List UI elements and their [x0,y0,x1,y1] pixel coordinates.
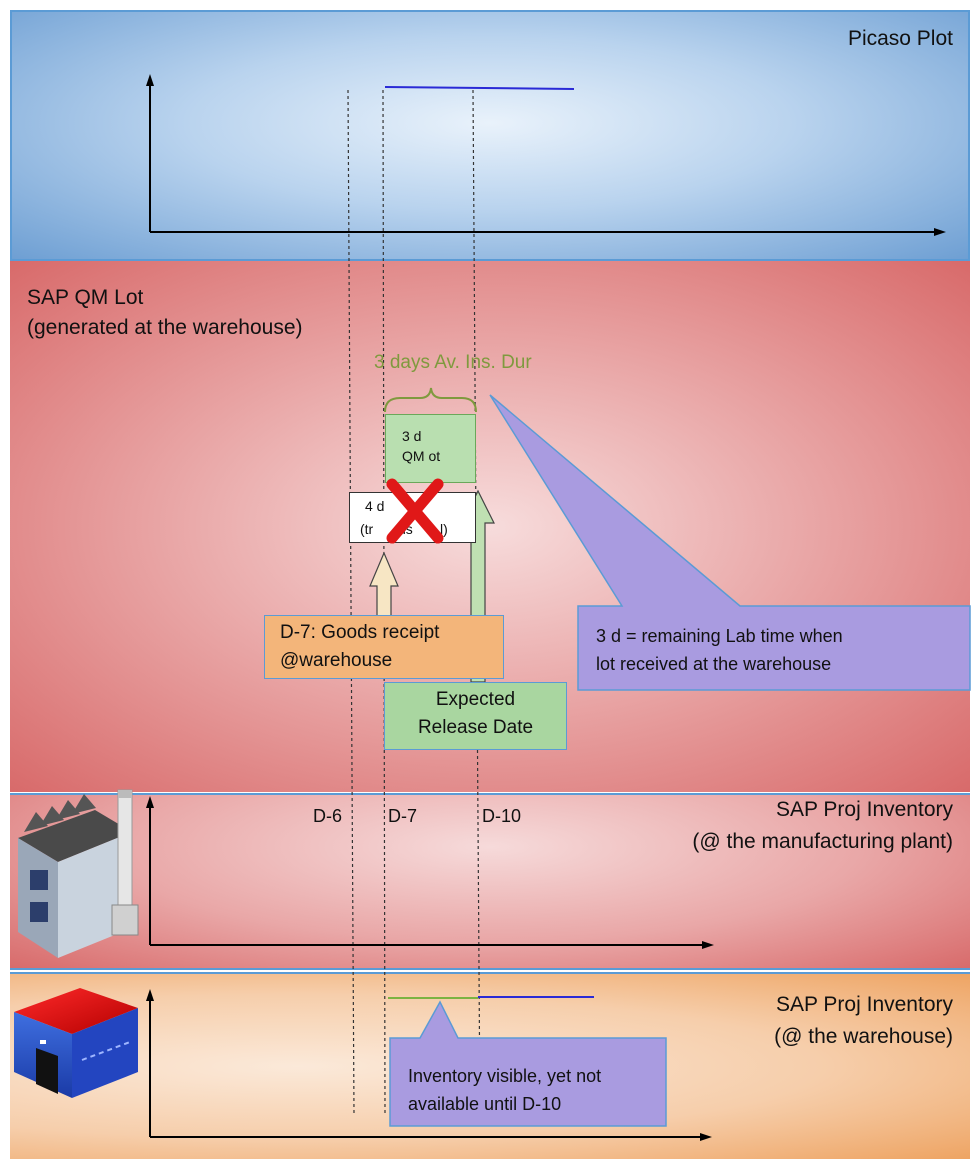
lab-time-callout-shape [489,394,971,691]
transit-box: 4 d (tr ns l) [349,492,476,543]
picaso-plot-lane [10,10,970,261]
inventory-callout-line1: Inventory visible, yet not [408,1066,602,1086]
transit-box-line2: (tr [360,521,374,537]
release-date-line1: Expected [435,689,516,710]
release-date-box: Expected Release Date [384,682,567,750]
plant-axes [146,796,714,949]
qm-lot-title: SAP QM Lot [27,286,144,309]
goods-receipt-arrow [369,551,399,617]
picaso-plot-title: Picaso Plot [847,27,953,50]
transit-box-line1: 4 d [365,498,385,514]
warehouse-axes [146,989,712,1141]
plant-inventory-title: SAP Proj Inventory [775,798,953,821]
warehouse-inventory-title: SAP Proj Inventory [775,993,953,1016]
marker-d10: D-10 [482,806,522,826]
marker-d7: D-7 [388,806,418,826]
transit-box-line2c: l) [440,521,448,537]
plant-inventory-subtitle: (@ the manufacturing plant) [692,830,953,853]
goods-receipt-line2: @warehouse [280,650,393,671]
plant-inventory-lane [10,793,970,970]
release-date-line2: Release Date [417,717,534,738]
factory-icon [18,789,139,958]
d6-guide-line [347,89,355,1116]
qm-box-line1: 3 d [402,428,422,444]
picaso-release-line [384,86,575,90]
qm-lot-subtitle: (generated at the warehouse) [27,316,303,339]
inspection-duration-brace [384,387,477,413]
picaso-axes [146,74,946,236]
inventory-callout-shape [389,1000,667,1127]
transit-box-line2b: ns [398,521,413,537]
inspection-duration-label: 3 days Av. Ins. Dur [374,352,532,373]
warehouse-inventory-subtitle: (@ the warehouse) [774,1025,953,1048]
lab-time-callout-line2: lot received at the warehouse [596,654,832,674]
inventory-callout-line2: available until D-10 [408,1094,562,1114]
qm-lot-box: 3 d QM ot [385,414,476,483]
goods-receipt-line1: D-7: Goods receipt [280,622,440,643]
qm-box-line2: QM ot [402,448,441,464]
lab-time-callout-line1: 3 d = remaining Lab time when [596,626,843,646]
warehouse-icon [14,988,138,1098]
marker-d6: D-6 [313,806,343,826]
goods-receipt-box: D-7: Goods receipt @warehouse [264,615,504,679]
